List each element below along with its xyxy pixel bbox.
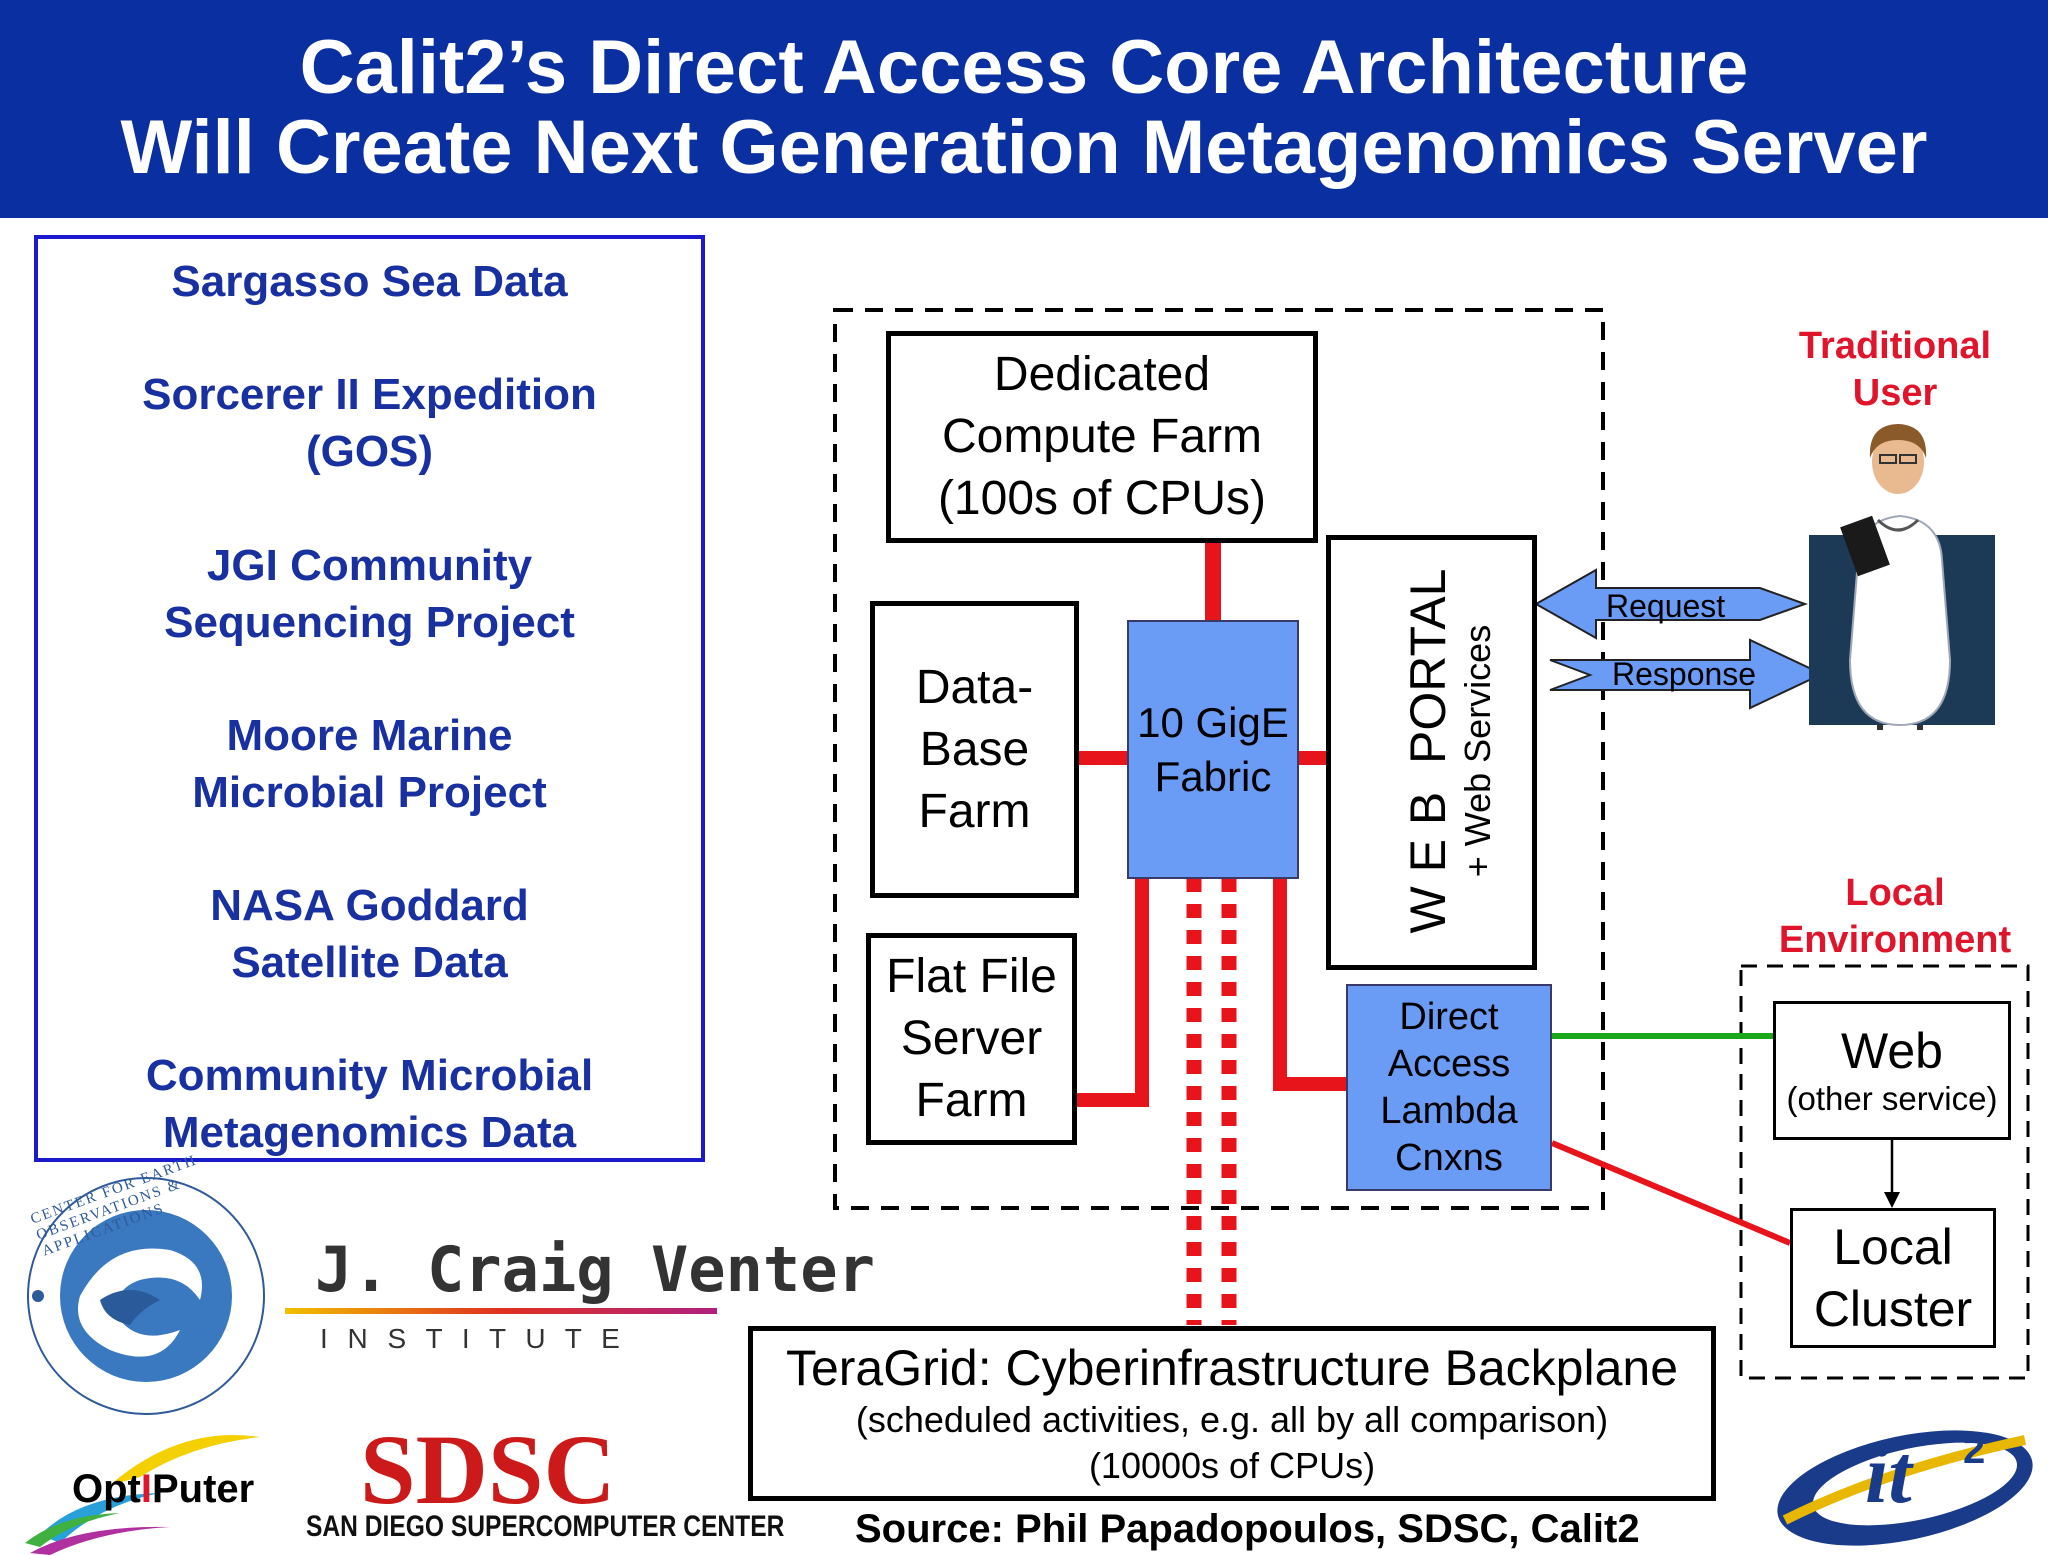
local-cluster-box: Local Cluster bbox=[1790, 1208, 1996, 1348]
traditional-user-label: Traditional User bbox=[1798, 325, 1992, 414]
link-fabric-direct bbox=[1273, 878, 1350, 1091]
jcvi-logo-rule bbox=[285, 1308, 717, 1314]
source-nasa: NASA Goddard Satellite Data bbox=[210, 881, 529, 987]
flat-file-farm-box: Flat File Server Farm bbox=[866, 933, 1077, 1145]
source-community: Community Microbial Metagenomics Data bbox=[145, 1051, 594, 1157]
arrowhead-down-icon bbox=[1884, 1192, 1900, 1208]
source-sorcerer: Sorcerer II Expedition (GOS) bbox=[142, 370, 597, 476]
response-label: Response bbox=[1612, 656, 1757, 692]
it2-logo: it 2 bbox=[1765, 1410, 2045, 1550]
sdsc-logo-full: SAN DIEGO SUPERCOMPUTER CENTER bbox=[306, 1510, 785, 1543]
title-banner: Calit2’s Direct Access Core Architecture… bbox=[0, 0, 2048, 218]
source-jgi: JGI Community Sequencing Project bbox=[164, 541, 575, 647]
ceoa-logo bbox=[27, 1177, 265, 1415]
source-moore: Moore Marine Microbial Project bbox=[192, 711, 547, 817]
core-boundary bbox=[833, 308, 1605, 1210]
optiputer-logo: OptIPuter bbox=[20, 1415, 270, 1555]
request-arrow-icon bbox=[1533, 568, 1808, 640]
web-portal-box: W E B PORTAL + Web Services bbox=[1326, 535, 1537, 970]
database-farm-box: Data- Base Farm bbox=[870, 601, 1079, 898]
sdsc-logo: SDSC bbox=[360, 1414, 616, 1525]
title-line-1: Calit2’s Direct Access Core Architecture bbox=[299, 25, 1749, 110]
gige-fabric-box: 10 GigE Fabric bbox=[1127, 620, 1299, 879]
web-service-box: Web (other service) bbox=[1773, 1001, 2011, 1140]
jcvi-logo-institute: I N S T I T U T E bbox=[320, 1323, 626, 1354]
doctor-user-icon bbox=[1809, 424, 1995, 730]
compute-farm-box: Dedicated Compute Farm (100s of CPUs) bbox=[886, 331, 1318, 543]
link-direct-cluster bbox=[1550, 1140, 1792, 1246]
teragrid-box: TeraGrid: Cyberinfrastructure Backplane … bbox=[748, 1326, 1716, 1501]
data-sources-box: Sargasso Sea Data Sorcerer II Expedition… bbox=[34, 235, 705, 1162]
link-fabric-flatfile bbox=[1077, 878, 1149, 1107]
direct-access-box: Direct Access Lambda Cnxns bbox=[1346, 984, 1552, 1191]
it2-swoosh-icon bbox=[1777, 1430, 2033, 1546]
title-line-2: Will Create Next Generation Metagenomics… bbox=[120, 105, 1928, 190]
request-label: Request bbox=[1606, 588, 1726, 624]
optiputer-swoosh-icon bbox=[25, 1435, 260, 1555]
web-services-label: + Web Services bbox=[1457, 624, 1498, 878]
web-portal-label: W E B PORTAL bbox=[1400, 568, 1456, 934]
source-sargasso: Sargasso Sea Data bbox=[171, 257, 568, 306]
response-arrow-icon bbox=[1549, 638, 1825, 710]
local-environment-boundary bbox=[1739, 964, 2030, 1380]
local-environment-label: Local Environment bbox=[1778, 872, 2012, 961]
source-credit: Source: Phil Papadopoulos, SDSC, Calit2 bbox=[855, 1507, 1640, 1551]
jcvi-logo-name: J. Craig Venter bbox=[315, 1233, 875, 1306]
